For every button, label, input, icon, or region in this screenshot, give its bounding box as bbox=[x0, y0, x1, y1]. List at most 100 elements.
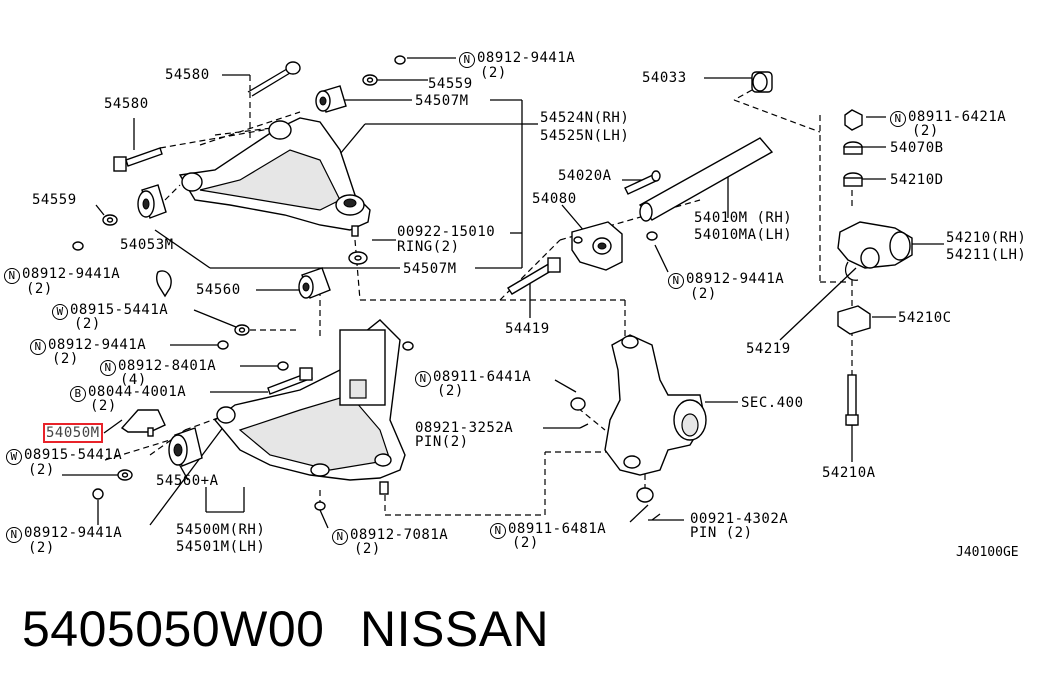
label-54020a: 54020A bbox=[558, 168, 612, 184]
n-symbol-icon: N bbox=[4, 268, 20, 284]
label-text: 08912-9441A bbox=[48, 337, 147, 353]
n-symbol-icon: N bbox=[415, 371, 431, 387]
label-54080: 54080 bbox=[532, 191, 577, 207]
n-symbol-icon: N bbox=[100, 360, 116, 376]
label-qty: (2) bbox=[74, 316, 101, 332]
label-54210rh: 54210(RH) bbox=[946, 230, 1027, 246]
label-54500m: 54500M(RH) bbox=[176, 522, 266, 538]
label-54010ma: 54010MA(LH) bbox=[694, 227, 793, 243]
label-54210d: 54210D bbox=[890, 172, 944, 188]
label-54560: 54560 bbox=[196, 282, 241, 298]
label-qty: (2) bbox=[52, 351, 79, 367]
n-symbol-icon: N bbox=[332, 529, 348, 545]
bolt-54580-top bbox=[247, 61, 301, 97]
b-symbol-icon: B bbox=[70, 386, 86, 402]
label-54070b: 54070B bbox=[890, 140, 944, 156]
right-column-parts bbox=[837, 109, 913, 426]
n-symbol-icon: N bbox=[668, 273, 684, 289]
w-symbol-icon: W bbox=[52, 304, 68, 320]
label-sec400: SEC.400 bbox=[741, 395, 804, 411]
lower-bushing-rear bbox=[168, 427, 203, 467]
n-symbol-icon: N bbox=[890, 111, 906, 127]
diagram-code: J40100GE bbox=[956, 545, 1019, 560]
washers-nuts-upper bbox=[72, 55, 406, 298]
lower-control-arm bbox=[213, 319, 414, 495]
label-text: 08911-6421A bbox=[908, 109, 1007, 125]
label-pin-a: PIN(2) bbox=[415, 434, 469, 450]
bolt-54419 bbox=[507, 257, 561, 295]
label-qty: (2) bbox=[912, 123, 939, 139]
label-qty: (2) bbox=[28, 540, 55, 556]
label-54507m-bot: 54507M bbox=[403, 261, 457, 277]
label-text: 08911-6441A bbox=[433, 369, 532, 385]
label-54559-left: 54559 bbox=[32, 192, 77, 208]
n-symbol-icon: N bbox=[30, 339, 46, 355]
label-54211lh: 54211(LH) bbox=[946, 247, 1027, 263]
label-54053m: 54053M bbox=[120, 237, 174, 253]
label-54507m-top: 54507M bbox=[415, 93, 469, 109]
steering-knuckle bbox=[570, 334, 707, 521]
tension-rod bbox=[624, 71, 774, 222]
label-54010m: 54010M (RH) bbox=[694, 210, 793, 226]
upper-bushing-rear bbox=[137, 184, 167, 219]
label-text: 08912-9441A bbox=[24, 525, 123, 541]
upper-control-arm bbox=[178, 117, 371, 237]
n-symbol-icon: N bbox=[490, 523, 506, 539]
n-symbol-icon: N bbox=[459, 52, 475, 68]
label-54219: 54219 bbox=[746, 341, 791, 357]
label-qty: (2) bbox=[512, 535, 539, 551]
label-54210a: 54210A bbox=[822, 465, 876, 481]
label-text: 08912-9441A bbox=[477, 50, 576, 66]
label-text: 08915-5441A bbox=[24, 447, 123, 463]
label-54419: 54419 bbox=[505, 321, 550, 337]
label-qty: (2) bbox=[354, 541, 381, 557]
part-number: 5405050W00 bbox=[22, 601, 325, 657]
label-text: 08044-4001A bbox=[88, 384, 187, 400]
label-qty: (2) bbox=[26, 281, 53, 297]
label-54050m: 54050M bbox=[43, 423, 103, 443]
lower-bushing-front bbox=[298, 267, 331, 299]
label-00921-4302a: 00921-4302A bbox=[690, 511, 789, 527]
label-text: 08912-8401A bbox=[118, 358, 217, 374]
label-qty: (4) bbox=[120, 372, 147, 388]
label-54033: 54033 bbox=[642, 70, 687, 86]
label-qty: (2) bbox=[437, 383, 464, 399]
brand-name: NISSAN bbox=[360, 601, 550, 657]
label-text: 08912-7081A bbox=[350, 527, 449, 543]
upper-bushing-front bbox=[315, 85, 347, 113]
label-pin-b: PIN (2) bbox=[690, 525, 753, 541]
label-qty: (2) bbox=[480, 65, 507, 81]
label-qty: (2) bbox=[90, 398, 117, 414]
n-symbol-icon: N bbox=[6, 527, 22, 543]
label-qty: (2) bbox=[690, 286, 717, 302]
w-symbol-icon: W bbox=[6, 449, 22, 465]
bolt-54580-left bbox=[113, 147, 163, 172]
label-ring: RING(2) bbox=[397, 239, 460, 255]
label-54580-top: 54580 bbox=[165, 67, 210, 83]
tension-rod-bracket bbox=[571, 221, 658, 271]
label-text: 08912-9441A bbox=[686, 271, 785, 287]
label-54501m: 54501M(LH) bbox=[176, 539, 266, 555]
label-54580-left: 54580 bbox=[104, 96, 149, 112]
leader-lines bbox=[62, 57, 944, 529]
label-54559-top: 54559 bbox=[428, 76, 473, 92]
label-00922-15010: 00922-15010 bbox=[397, 224, 496, 240]
label-54525n: 54525N(LH) bbox=[540, 128, 630, 144]
label-54560a: 54560+A bbox=[156, 473, 219, 489]
label-54524n: 54524N(RH) bbox=[540, 110, 630, 126]
label-text: 08912-9441A bbox=[22, 266, 121, 282]
label-text: 08911-6481A bbox=[508, 521, 607, 537]
